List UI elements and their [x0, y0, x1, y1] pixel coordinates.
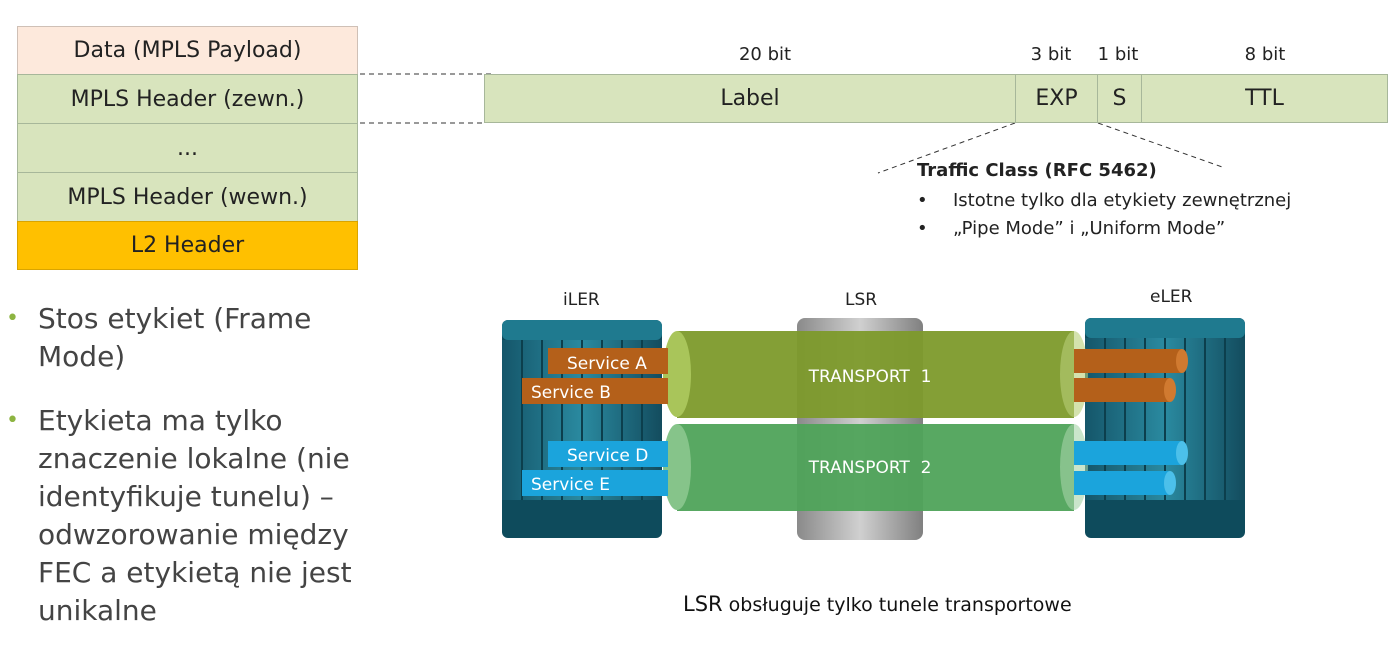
label-field: Label	[484, 74, 1016, 123]
traffic-class-item-text: Istotne tylko dla etykiety zewnętrznej	[953, 190, 1292, 211]
core-router-label: LSR	[845, 290, 878, 310]
bullet-item: • Etykieta ma tylko znaczenie lokalne (ni…	[6, 402, 366, 630]
bullet-text: Etykieta ma tylko znaczenie lokalne (nie…	[38, 404, 352, 627]
stack-l2-header-label: L2 Header	[130, 233, 245, 258]
bullet-item: • Stos etykiet (Frame Mode)	[6, 300, 366, 376]
s-field-name: S	[1112, 86, 1127, 111]
diagram-caption: LSR obsługuje tylko tunele transportowe	[683, 592, 1072, 616]
transport-1-label: TRANSPORT 1	[808, 367, 932, 387]
transport-2-label: TRANSPORT 2	[808, 458, 932, 478]
traffic-class-item: • „Pipe Mode” i „Uniform Mode”	[917, 218, 1225, 239]
service-e-label: Service E	[531, 475, 610, 495]
label-field-name: Label	[720, 86, 780, 111]
exp-field-name: EXP	[1035, 86, 1078, 111]
service-d-label: Service D	[567, 446, 648, 466]
bullet-dot-icon: •	[917, 218, 928, 239]
traffic-class-title: Traffic Class (RFC 5462)	[917, 160, 1157, 181]
ttl-field: TTL	[1141, 74, 1388, 123]
bullet-marker-icon: •	[6, 408, 19, 433]
bullet-marker-icon: •	[6, 306, 19, 331]
service-pipe-d	[548, 441, 668, 467]
caption-rest: obsługuje tylko tunele transportowe	[722, 594, 1072, 616]
stack-ellipsis-label: ...	[177, 135, 198, 161]
stack-outer-header-label: MPLS Header (zewn.)	[70, 86, 305, 112]
egress-router-label: eLER	[1150, 287, 1193, 307]
service-pipe-b	[522, 378, 668, 404]
s-bits: 1 bit	[1097, 44, 1139, 65]
label-bits: 20 bit	[738, 44, 792, 65]
service-b-label: Service B	[531, 383, 611, 403]
ttl-field-name: TTL	[1245, 86, 1284, 111]
ingress-router-label: iLER	[563, 290, 600, 310]
service-pipe-e	[522, 470, 668, 496]
stack-inner-header-label: MPLS Header (wewn.)	[67, 184, 308, 210]
stack-l2-header-row: L2 Header	[17, 221, 358, 270]
egress-service-pipes	[1074, 349, 1188, 495]
bullet-dot-icon: •	[917, 190, 928, 211]
stack-payload-label: Data (MPLS Payload)	[73, 38, 302, 63]
traffic-class-item: • Istotne tylko dla etykiety zewnętrznej	[917, 190, 1291, 211]
transport-tunnel-1	[663, 331, 1088, 418]
traffic-class-item-text: „Pipe Mode” i „Uniform Mode”	[953, 218, 1226, 239]
s-field: S	[1097, 74, 1142, 123]
exp-bits: 3 bit	[1030, 44, 1072, 65]
service-pipe-a	[548, 348, 668, 374]
stack-ellipsis-row: ...	[17, 123, 358, 173]
service-a-label: Service A	[567, 354, 647, 374]
bullet-text: Stos etykiet (Frame Mode)	[38, 302, 312, 373]
caption-bold: LSR	[683, 592, 723, 616]
stack-payload-row: Data (MPLS Payload)	[17, 26, 358, 75]
ttl-bits: 8 bit	[1244, 44, 1286, 65]
